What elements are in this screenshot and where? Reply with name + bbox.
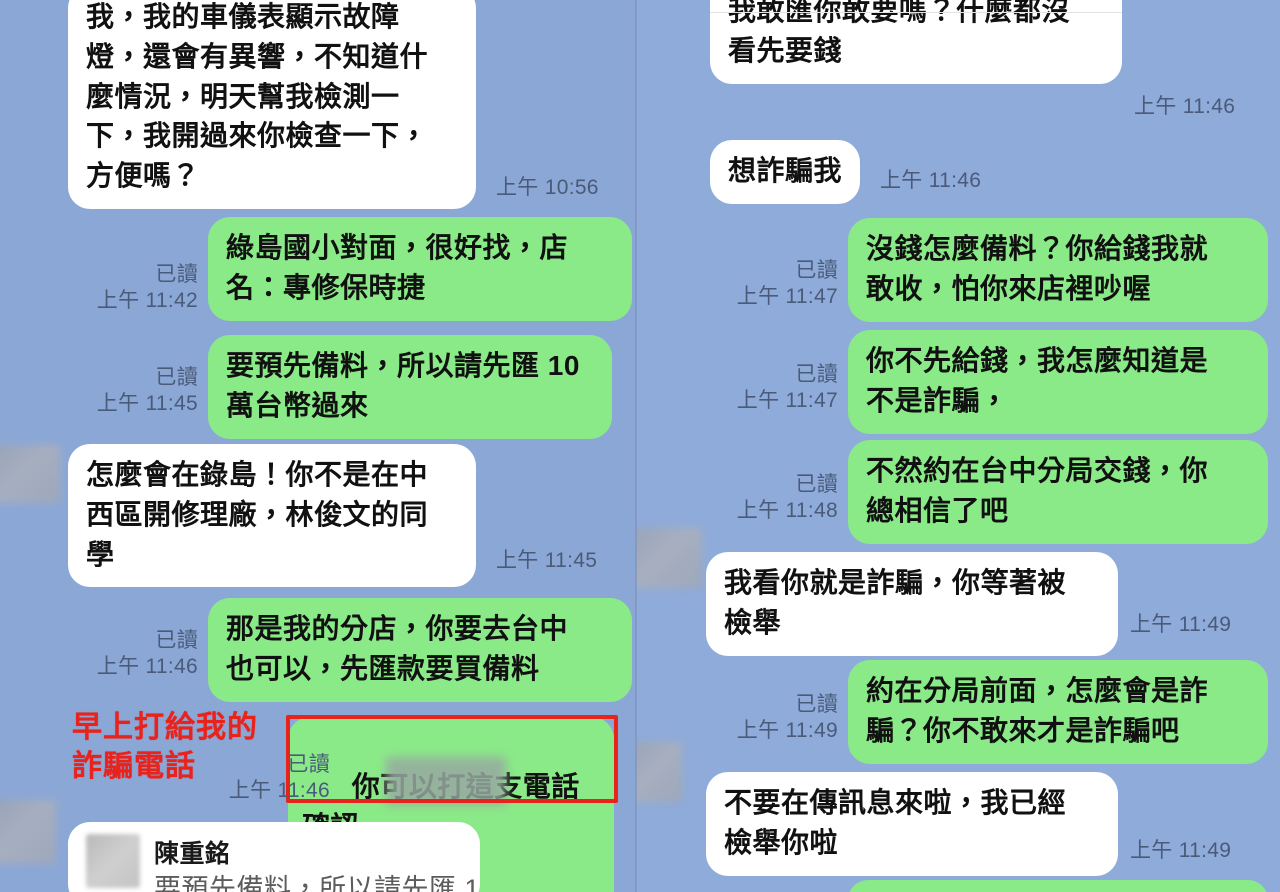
- message-meta: 已讀 上午 11:45: [88, 365, 198, 416]
- read-receipt: 已讀: [795, 693, 838, 716]
- message-timestamp: 上午 11:46: [880, 169, 982, 192]
- message-bubble-incoming[interactable]: 不要在傳訊息來啦，我已經 檢舉你啦: [706, 772, 1118, 876]
- message-meta: 已讀 上午 11:47: [728, 362, 838, 413]
- message-timestamp: 上午 11:48: [736, 498, 838, 522]
- chat-panel-left: 我，我的車儀表顯示故障 燈，還會有異響，不知道什 麼情況，明天幫我檢測一 下，我…: [0, 0, 636, 892]
- avatar: [86, 834, 140, 888]
- quoted-message-bubble[interactable]: 陳重銘 要預先備料，所以請先匯 10: [68, 822, 480, 892]
- message-timestamp: 上午 11:49: [1130, 839, 1232, 862]
- message-timestamp: 上午 11:46: [96, 654, 198, 678]
- read-receipt: 已讀: [155, 629, 198, 652]
- message-timestamp: 上午 11:45: [496, 549, 598, 572]
- message-bubble-incoming[interactable]: 我敢匯你敢要嗎？什麼都沒 看先要錢: [710, 0, 1122, 84]
- read-receipt: 已讀: [795, 259, 838, 282]
- message-timestamp: 上午 11:47: [736, 388, 838, 412]
- message-bubble-outgoing-partial[interactable]: [848, 880, 1268, 892]
- avatar: [0, 800, 56, 864]
- redaction-blur: [386, 757, 506, 805]
- chat-panel-right: 我敢匯你敢要嗎？什麼都沒 看先要錢 上午 11:46 想詐騙我 上午 11:46…: [636, 0, 1280, 892]
- message-bubble-outgoing[interactable]: 你不先給錢，我怎麼知道是 不是詐騙，: [848, 330, 1268, 434]
- read-receipt: 已讀: [795, 363, 838, 386]
- message-bubble-outgoing[interactable]: 沒錢怎麼備料？你給錢我就 敢收，怕你來店裡吵喔: [848, 218, 1268, 322]
- avatar: [636, 742, 682, 802]
- message-timestamp: 上午 11:42: [96, 288, 198, 312]
- message-bubble-outgoing[interactable]: 綠島國小對面，很好找，店 名：專修保時捷: [208, 217, 632, 321]
- read-receipt: 已讀: [155, 263, 198, 286]
- annotation-scam-call: 早上打給我的 詐騙電話: [72, 711, 258, 783]
- message-bubble-incoming[interactable]: 怎麼會在錄島！你不是在中 西區開修理廠，林俊文的同 學: [68, 444, 476, 588]
- message-meta: 已讀 上午 11:46: [88, 628, 198, 679]
- message-timestamp: 上午 11:46: [1134, 95, 1236, 118]
- message-meta: 已讀 上午 11:46: [224, 752, 330, 803]
- message-bubble-incoming[interactable]: 想詐騙我: [710, 140, 861, 204]
- message-bubble-outgoing[interactable]: 那是我的分店，你要去台中 也可以，先匯款要買備料: [208, 598, 632, 702]
- message-bubble-outgoing[interactable]: 不然約在台中分局交錢，你 總相信了吧: [848, 440, 1268, 544]
- avatar: [636, 528, 702, 588]
- bubble-divider: [710, 12, 1122, 13]
- message-meta: 已讀 上午 11:49: [728, 692, 838, 743]
- panel-seam: [635, 0, 637, 892]
- read-receipt: 已讀: [795, 473, 838, 496]
- message-meta: 已讀 上午 11:47: [728, 258, 838, 309]
- quoted-message-text: 要預先備料，所以請先匯 10: [154, 874, 480, 892]
- avatar: [0, 445, 60, 503]
- read-receipt: 已讀: [155, 366, 198, 389]
- message-bubble-outgoing[interactable]: 約在分局前面，怎麼會是詐 騙？你不敢來才是詐騙吧: [848, 660, 1268, 764]
- message-timestamp: 上午 11:45: [96, 391, 198, 415]
- quoted-sender-name: 陳重銘: [154, 840, 231, 868]
- message-timestamp: 上午 11:49: [736, 718, 838, 742]
- message-bubble-incoming[interactable]: 我，我的車儀表顯示故障 燈，還會有異響，不知道什 麼情況，明天幫我檢測一 下，我…: [68, 0, 476, 209]
- message-timestamp: 上午 11:49: [1130, 613, 1232, 636]
- message-meta: 已讀 上午 11:48: [728, 472, 838, 523]
- message-bubble-incoming[interactable]: 我看你就是詐騙，你等著被 檢舉: [706, 552, 1118, 656]
- message-timestamp: 上午 10:56: [496, 176, 599, 199]
- read-receipt: 已讀: [287, 753, 330, 776]
- message-timestamp: 上午 11:46: [228, 778, 330, 802]
- message-bubble-outgoing[interactable]: 要預先備料，所以請先匯 10 萬台幣過來: [208, 335, 612, 439]
- message-timestamp: 上午 11:47: [736, 284, 838, 308]
- message-meta: 已讀 上午 11:42: [88, 262, 198, 313]
